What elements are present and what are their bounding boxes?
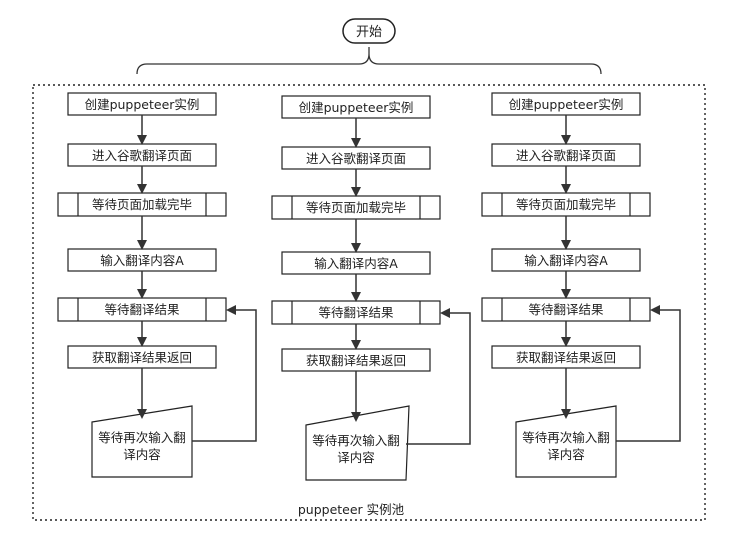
enter-page-label: 进入谷歌翻译页面 [516,148,616,163]
wait-result-label: 等待翻译结果 [528,302,604,317]
wait-input-again-label-2: 译内容 [547,447,585,462]
get-result-label: 获取翻译结果返回 [516,350,616,365]
wait-load-label: 等待页面加载完毕 [516,197,616,212]
wait-load-label: 等待页面加载完毕 [92,197,192,212]
brace-connector [136,47,602,75]
wait-load-label: 等待页面加载完毕 [306,200,406,215]
create-instance-label: 创建puppeteer实例 [509,97,624,112]
wait-input-again-shape [91,405,193,478]
wait-input-again-label-2: 译内容 [123,447,161,462]
wait-input-again-label-1: 等待再次输入翻 [98,430,186,445]
enter-page-label: 进入谷歌翻译页面 [306,151,406,166]
pool-border [32,84,706,521]
wait-result-label: 等待翻译结果 [104,302,180,317]
input-text-label: 输入翻译内容A [524,253,608,268]
wait-result-label: 等待翻译结果 [318,305,394,320]
loop-back-arrow [616,305,681,442]
loop-back-arrow [406,308,471,445]
input-text-label: 输入翻译内容A [314,256,398,271]
wait-input-again-label-1: 等待再次输入翻 [312,433,400,448]
create-instance-label: 创建puppeteer实例 [85,97,200,112]
pool-label: puppeteer 实例池 [298,502,405,517]
get-result-label: 获取翻译结果返回 [306,353,406,368]
wait-input-again-label-1: 等待再次输入翻 [522,430,610,445]
get-result-label: 获取翻译结果返回 [92,350,192,365]
columns-layer: 创建puppeteer实例进入谷歌翻译页面等待页面加载完毕输入翻译内容A等待翻译… [57,92,681,481]
input-text-label: 输入翻译内容A [100,253,184,268]
create-instance-label: 创建puppeteer实例 [299,100,414,115]
start-label: 开始 [356,25,382,40]
enter-page-label: 进入谷歌翻译页面 [92,148,192,163]
loop-back-arrow [192,305,257,442]
start-node [342,18,396,44]
wait-input-again-shape [305,405,410,481]
wait-input-again-shape [515,405,617,478]
wait-input-again-label-2: 译内容 [337,450,375,465]
